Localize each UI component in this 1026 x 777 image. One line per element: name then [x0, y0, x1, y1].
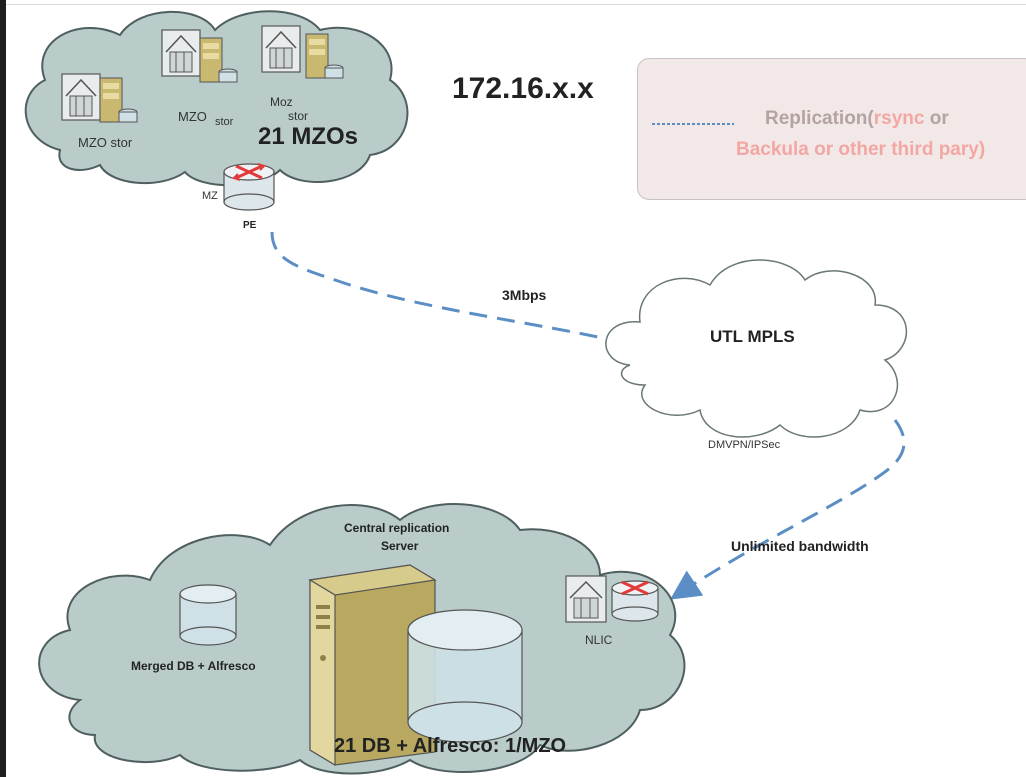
- tower-server-icon: [308, 564, 437, 767]
- router-label: MZ: [202, 190, 218, 202]
- legend-rsync: rsync: [874, 108, 925, 129]
- server-title-line1: Central replication: [344, 521, 449, 535]
- legend-line1: Replication(rsync or: [765, 108, 949, 129]
- site1-label: MZO stor: [78, 135, 133, 150]
- storage-server-icon: [305, 33, 344, 79]
- building-icon: [565, 575, 607, 623]
- site3-label: Moz: [270, 95, 293, 109]
- mpls-cloud-label: UTL MPLS: [710, 327, 795, 346]
- building-icon: [61, 73, 101, 121]
- site3-label-stor: stor: [288, 109, 308, 123]
- building-icon: [261, 25, 301, 73]
- building-icon: [161, 29, 201, 77]
- site2-label-stor: stor: [215, 116, 234, 128]
- nlic-label: NLIC: [585, 633, 613, 647]
- top-divider: [6, 4, 1026, 5]
- database-icon: [407, 609, 523, 743]
- storage-server-icon: [99, 77, 138, 123]
- vpn-label: DMVPN/IPSec: [708, 439, 781, 451]
- mpls-cloud: [605, 259, 908, 438]
- downlink-dashed-line: [669, 419, 906, 600]
- router-icon: [223, 163, 275, 211]
- legend-or: or: [924, 108, 949, 129]
- site2-label: MZO: [178, 109, 207, 124]
- mzo-count-label: 21 MZOs: [258, 123, 358, 150]
- summary-label: 21 DB + Alfresco: 1/MZO: [334, 735, 566, 757]
- legend-box: [637, 58, 1026, 200]
- downlink-speed-label: Unlimited bandwidth: [731, 538, 869, 554]
- storage-server-icon: [199, 37, 238, 83]
- router-caption: PE: [243, 220, 257, 231]
- legend-line2: Backula or other third pary): [736, 139, 985, 160]
- ip-range-label: 172.16.x.x: [452, 72, 594, 105]
- merged-db-label: Merged DB + Alfresco: [131, 659, 256, 673]
- uplink-speed-label: 3Mbps: [502, 287, 547, 303]
- database-icon: [179, 584, 237, 646]
- left-border: [0, 0, 6, 777]
- server-title-line2: Server: [381, 539, 419, 553]
- router-icon: [611, 580, 659, 622]
- legend-replication: Replication(: [765, 108, 874, 129]
- uplink-dashed-line: [270, 231, 613, 342]
